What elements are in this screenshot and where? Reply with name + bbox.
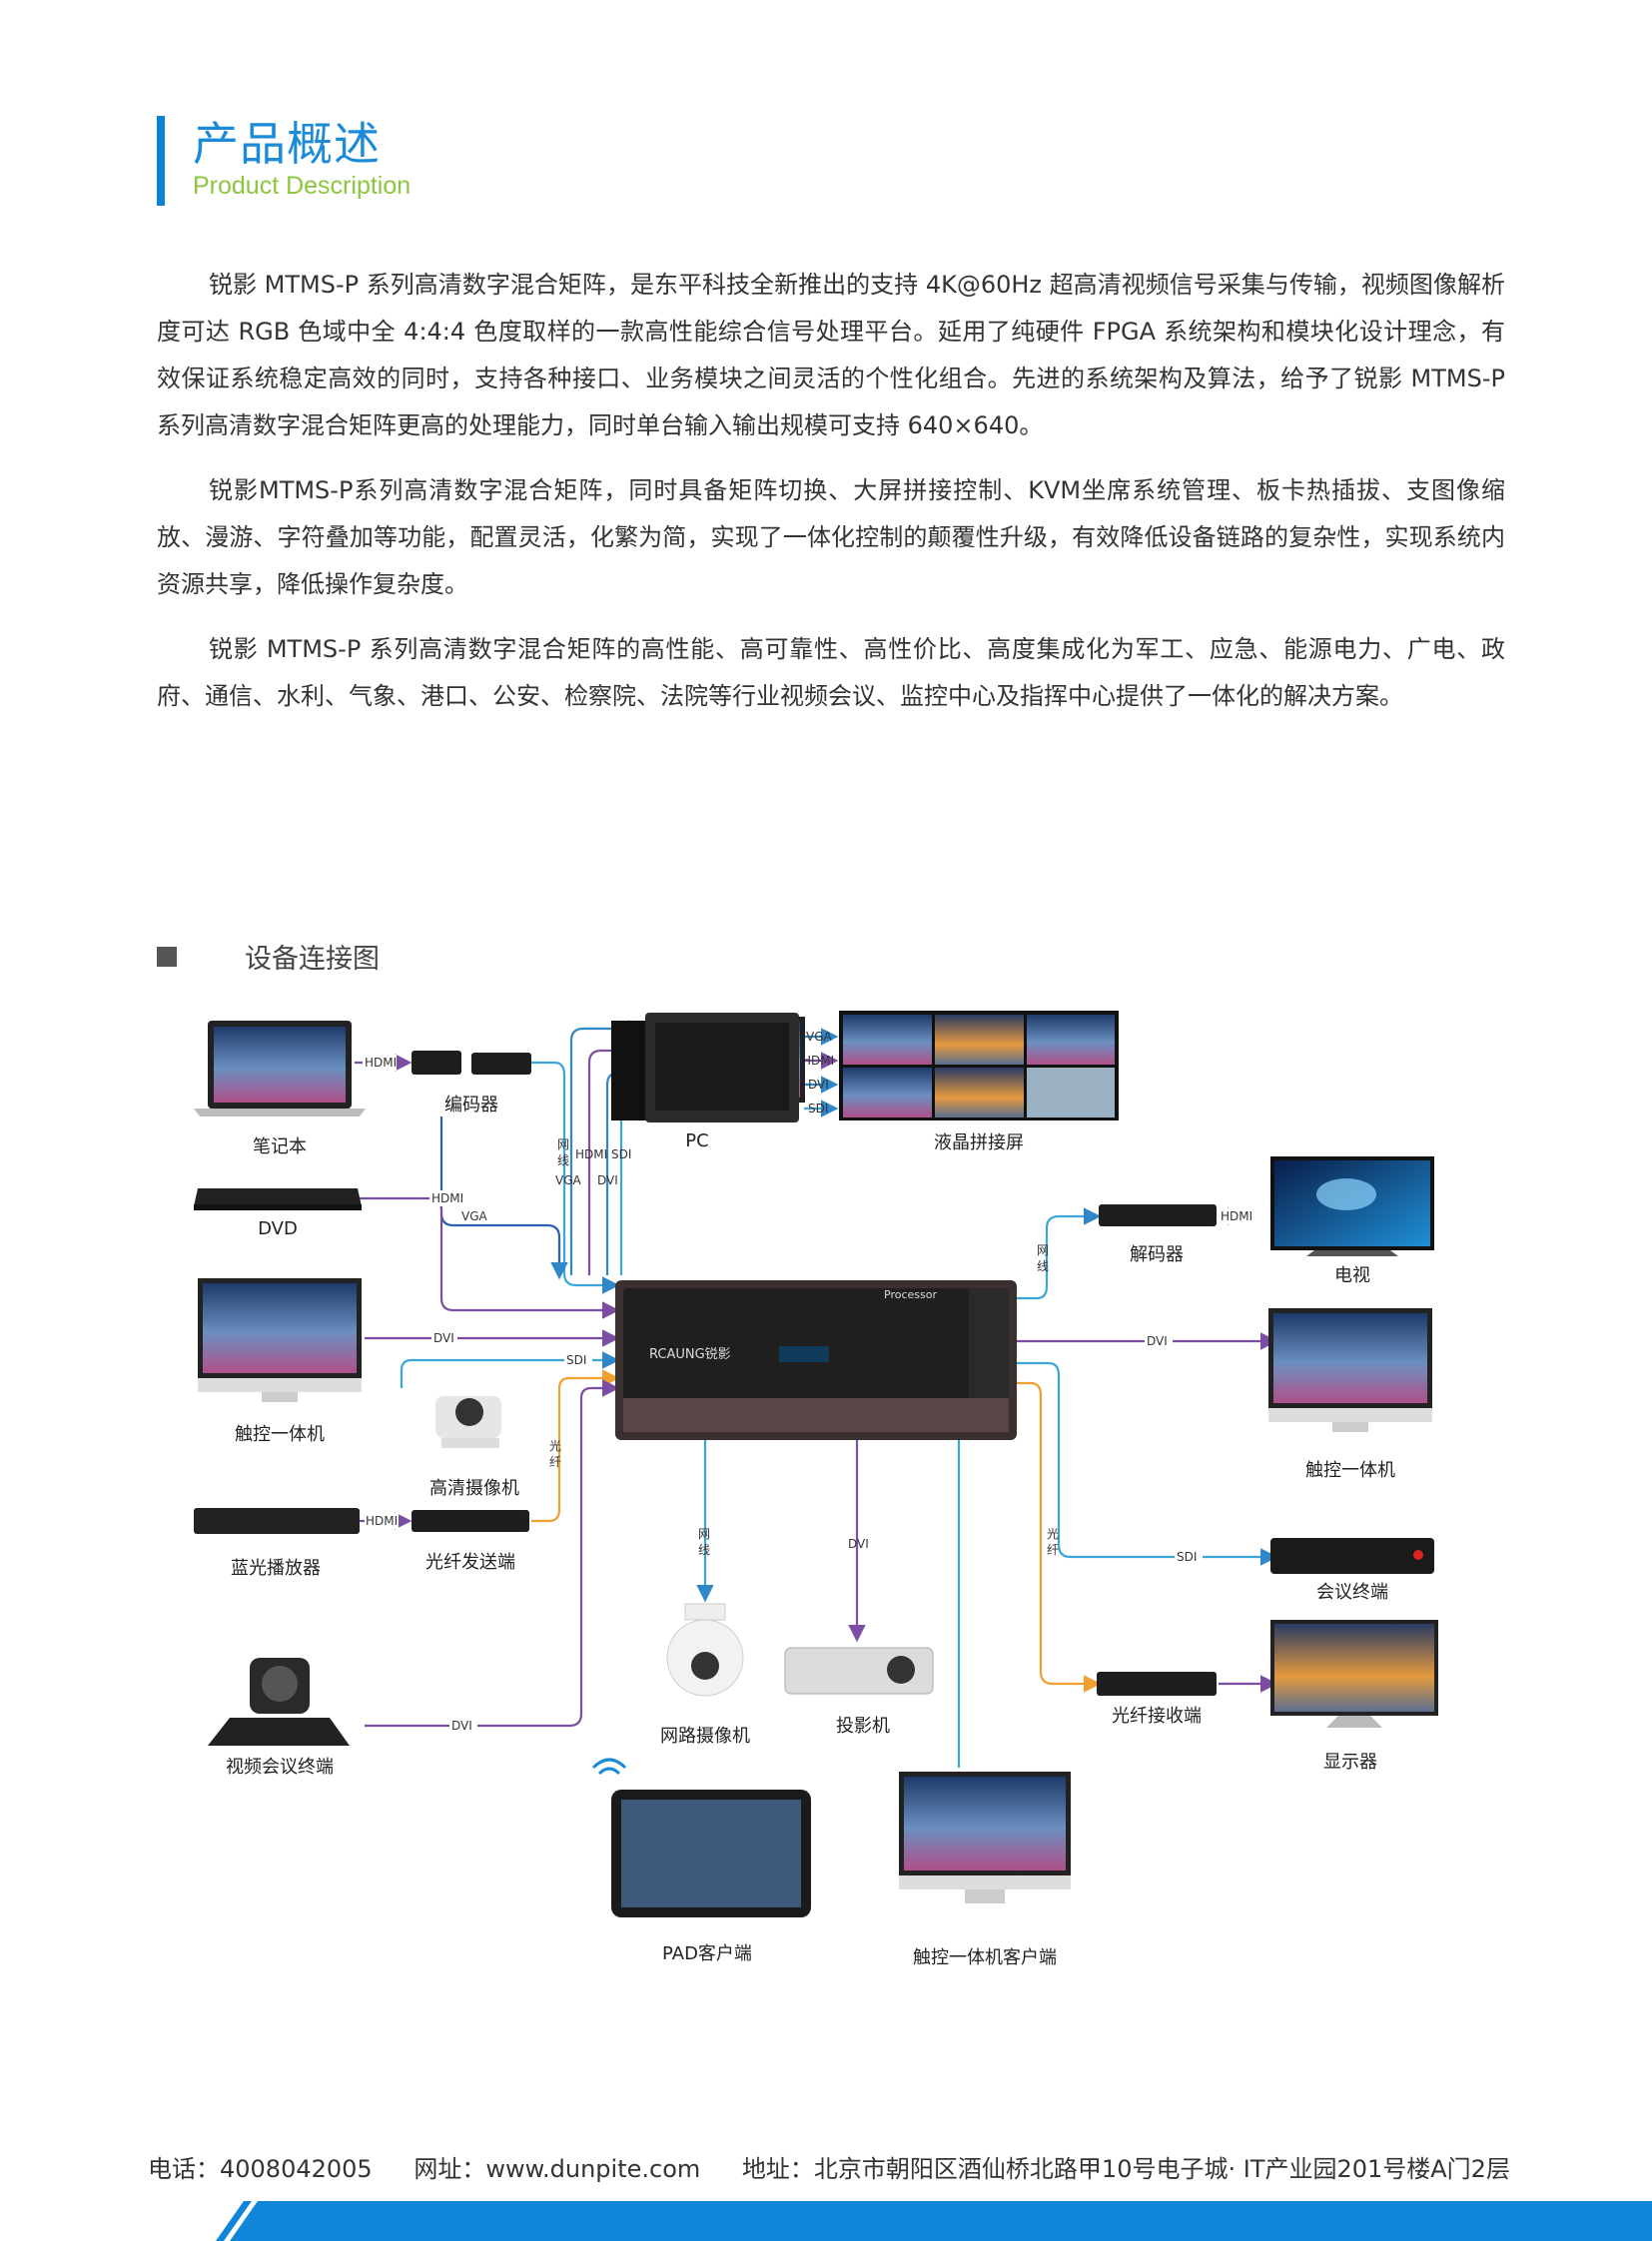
video-conf-label: 视频会议终端 [226,1757,334,1778]
video-wall-processor [645,1013,799,1122]
port-label: 线 [698,1543,710,1557]
port-label: 线 [557,1153,569,1167]
heading-accent-bar [157,116,165,206]
ip-camera-device [666,1603,744,1697]
port-label: 网 [557,1137,569,1151]
port-label: DVI [451,1719,472,1733]
port-label: HDMI [365,1056,397,1070]
laptop-label: 笔记本 [253,1136,307,1157]
port-label: DVI [848,1537,869,1551]
touch-left-label: 触控一体机 [235,1424,325,1445]
conf-terminal-device [1270,1538,1434,1574]
port-label: DVI [1147,1334,1168,1348]
laptop-device [194,1021,366,1117]
monitor-label: 显示器 [1323,1752,1377,1773]
port-label: VGA [806,1030,833,1044]
fiber-rx-label: 光纤接收端 [1112,1706,1202,1727]
port-label: SDI [1177,1550,1197,1564]
port-label: SDI [808,1102,828,1116]
port-label: 纤 [1047,1543,1059,1557]
main-processor: RCAUNG锐影 Processor [615,1280,1017,1440]
port-label: SDI [566,1353,586,1367]
paragraph-1: 锐影 MTMS-P 系列高清数字混合矩阵，是东平科技全新推出的支持 4K@60H… [157,271,1505,439]
fiber-tx-device [412,1510,529,1532]
port-label: 光 [549,1439,561,1453]
conf-terminal-label: 会议终端 [1316,1582,1388,1603]
projector-device [784,1647,934,1695]
port-label: VGA [555,1173,582,1187]
decoder-label: 解码器 [1130,1244,1184,1265]
port-label: DVI [808,1078,829,1092]
port-label: SDI [611,1147,631,1161]
ip-camera-label: 网路摄像机 [660,1726,750,1747]
port-label: 光 [1047,1527,1059,1541]
footer-phone: 电话：4008042005 [148,2155,373,2183]
lcd-wall-label: 液晶拼接屏 [934,1132,1024,1153]
projector-label: 投影机 [836,1716,890,1737]
section-bullet [157,947,177,967]
page-subtitle: Product Description [193,172,412,200]
touch-left-device [198,1278,362,1402]
page-title: 产品概述 [193,117,381,171]
paragraph-2: 锐影MTMS-P系列高清数字混合矩阵，同时具备矩阵切换、大屏拼接控制、KVM坐席… [157,476,1505,598]
port-label: HDMI [366,1514,398,1528]
port-label: 线 [1037,1259,1049,1273]
touch-client-device [899,1772,1071,1903]
pad-client-device [591,1758,811,1917]
bluray-device [194,1508,360,1534]
touch-client-label: 触控一体机客户端 [913,1947,1057,1968]
dvd-label: DVD [258,1218,298,1239]
port-label: DVI [433,1331,454,1345]
bluray-label: 蓝光播放器 [231,1558,321,1579]
port-label: 网 [698,1527,710,1541]
footer-address: 地址：北京市朝阳区酒仙桥北路甲10号电子城· IT产业园201号楼A门2层 [741,2155,1510,2183]
pad-client-label: PAD客户端 [662,1943,752,1964]
footer-band [0,2201,1652,2241]
fiber-tx-label: 光纤发送端 [425,1552,515,1573]
touch-right-device [1268,1308,1432,1432]
brand-logo: RCAUNG锐影 [649,1347,731,1362]
paragraph-3: 锐影 MTMS-P 系列高清数字混合矩阵的高性能、高可靠性、高性价比、高度集成化… [157,635,1505,710]
tv-device [1270,1156,1434,1256]
port-label: HDMI [802,1054,834,1068]
port-label: 纤 [549,1455,561,1469]
lcd-wall-device [839,1011,1119,1120]
footer-website[interactable]: 网址：www.dunpite.com [413,2155,701,2183]
port-label: 网 [1037,1243,1049,1257]
footer-contact: 电话：4008042005 网址：www.dunpite.com 地址：北京市朝… [148,2149,1544,2184]
port-label: HDMI [431,1191,463,1205]
fiber-rx-device [1097,1672,1217,1696]
hd-camera-device [435,1396,501,1448]
monitor-device [1270,1620,1438,1728]
pc-label: PC [685,1130,708,1151]
video-conf-device [208,1658,350,1746]
decoder-device [1099,1204,1217,1226]
overview-text: 锐影 MTMS-P 系列高清数字混合矩阵，是东平科技全新推出的支持 4K@60H… [157,262,1505,738]
encoder-device [412,1051,531,1075]
dvd-device [194,1188,362,1210]
port-label: VGA [461,1209,488,1223]
connection-diagram: HDMI 网 线 VGA HDMI DVI SDI 光 纤 HDMI DVI V… [194,1011,1438,1968]
tv-label: 电视 [1334,1265,1370,1286]
encoder-label: 编码器 [444,1095,498,1116]
port-label: HDMI [575,1147,607,1161]
processor-label: Processor [884,1288,937,1301]
section-title: 设备连接图 [245,944,380,975]
port-label: HDMI [1221,1209,1252,1223]
port-label: DVI [597,1173,618,1187]
touch-right-label: 触控一体机 [1305,1460,1395,1481]
hd-camera-label: 高清摄像机 [429,1478,519,1499]
